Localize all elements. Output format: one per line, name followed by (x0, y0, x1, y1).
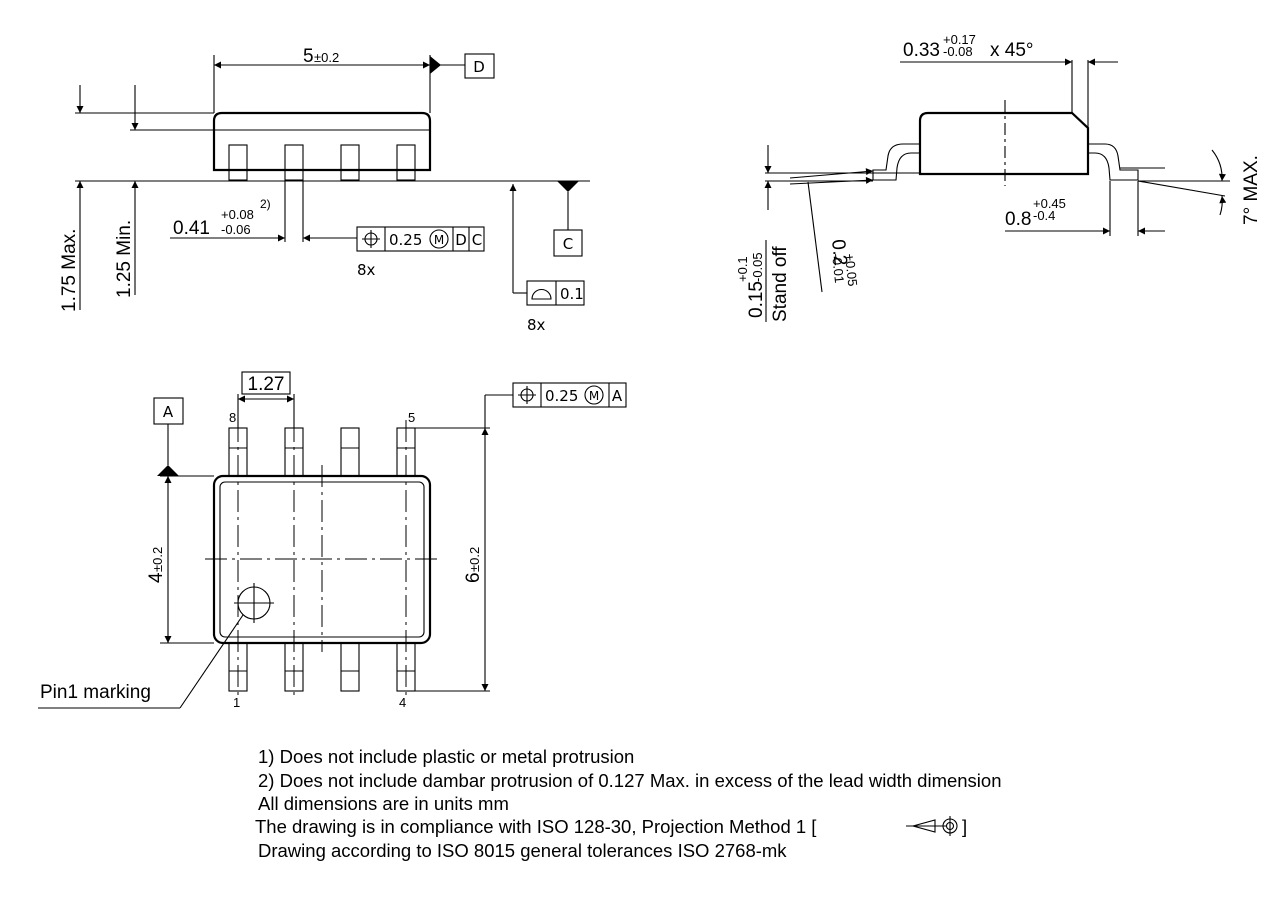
top-mmc-letter: M (589, 389, 599, 403)
pitch-value: 1.27 (248, 374, 285, 395)
side-leads (228, 144, 416, 181)
body-width-tol: ±0.2 (150, 547, 165, 572)
note-2: 2) Does not include dambar protrusion of… (258, 770, 1002, 791)
lead-thickness-tol-plus: +0.05 (842, 253, 860, 287)
foot-tol-plus: +0.45 (1033, 196, 1066, 211)
body-width-value: 4 (146, 572, 167, 583)
note-3: All dimensions are in units mm (258, 793, 509, 814)
note-1: 1) Does not include plastic or metal pro… (258, 746, 634, 767)
datum-a: A (163, 403, 174, 421)
pitch-box (241, 371, 291, 395)
position-tolerance-frame: 0.25 M D C (356, 226, 485, 252)
top-view: 1.27 8 5 1 4 A 4 ±0.2 6 ±0.2 0. (38, 371, 627, 710)
lead-width-note: 2) (260, 197, 271, 211)
length-value: 5 (303, 46, 314, 67)
datum-d: D (473, 58, 485, 76)
lead-width: 0.41 (173, 218, 210, 239)
notes: 1) Does not include plastic or metal pro… (255, 746, 1002, 861)
datum-d-box (464, 53, 495, 79)
side-body (212, 111, 432, 172)
note-5: Drawing according to ISO 8015 general to… (258, 840, 787, 861)
end-lead-left (872, 143, 920, 181)
top-mmc-circle-icon (584, 385, 604, 405)
end-view: 0.33 +0.17 -0.08 x 45° 0.15 +0.1 -0.05 S… (735, 32, 1262, 322)
chamfer-tol-minus: -0.08 (943, 44, 973, 59)
chamfer-tol-plus: +0.17 (943, 32, 976, 47)
height-max: 1.75 Max. (59, 229, 80, 312)
position-tol-value: 0.25 (389, 231, 422, 249)
mmc-circle-icon (429, 229, 449, 249)
standoff-tol-plus: +0.1 (735, 256, 750, 282)
pin-8-label: 8 (229, 410, 236, 425)
flatness-value: 0.1 (560, 285, 584, 303)
ref-d: D (455, 231, 467, 249)
lead-thickness-value: 0.2 (827, 238, 851, 266)
lead-width-tol-plus: +0.08 (221, 207, 254, 222)
angle-max: 7° MAX. (1241, 155, 1262, 225)
top-position-tolerance-frame: 0.25 M A (512, 382, 627, 408)
count-8x-b: 8x (527, 316, 546, 334)
standoff-value: 0.15 (746, 281, 767, 318)
ref-c: C (472, 231, 482, 249)
span-tol: ±0.2 (467, 547, 482, 572)
lead-thickness-tol-minus: -0.01 (829, 253, 847, 284)
lead-width-tol-minus: -0.06 (221, 222, 251, 237)
length-tol: ±0.2 (314, 50, 339, 65)
foot-tol-minus: -0.4 (1033, 208, 1055, 223)
end-body (918, 111, 1090, 176)
mmc-letter: M (434, 233, 444, 247)
note-4: The drawing is in compliance with ISO 12… (255, 816, 816, 837)
foot-length-value: 0.8 (1005, 209, 1031, 230)
chamfer-value: 0.33 (903, 40, 940, 61)
pin1-marking-label: Pin1 marking (40, 682, 151, 703)
ref-a: A (612, 387, 623, 405)
end-lead-right (1088, 143, 1139, 181)
side-view: 5 ±0.2 D 1.75 Max. 1.25 Min. 0.41 +0.08 … (59, 46, 590, 334)
chamfer-angle: x 45° (990, 40, 1034, 61)
top-position-tol-value: 0.25 (545, 387, 578, 405)
standoff-tol-minus: -0.05 (750, 252, 765, 282)
datum-c: C (563, 235, 573, 253)
pin-5-label: 5 (408, 410, 415, 425)
count-8x-a: 8x (357, 261, 376, 279)
datum-c-box (553, 229, 583, 257)
profile-surface-icon (531, 288, 552, 300)
profile-tolerance-frame: 0.1 (526, 280, 585, 306)
pin-1-label: 1 (233, 695, 240, 710)
span-value: 6 (463, 572, 484, 583)
note-4-end: ] (962, 816, 967, 837)
projection-symbol-icon (906, 816, 958, 836)
standoff-label: Stand off (770, 246, 791, 322)
height-min: 1.25 Min. (114, 220, 135, 298)
pin-4-label: 4 (399, 695, 406, 710)
